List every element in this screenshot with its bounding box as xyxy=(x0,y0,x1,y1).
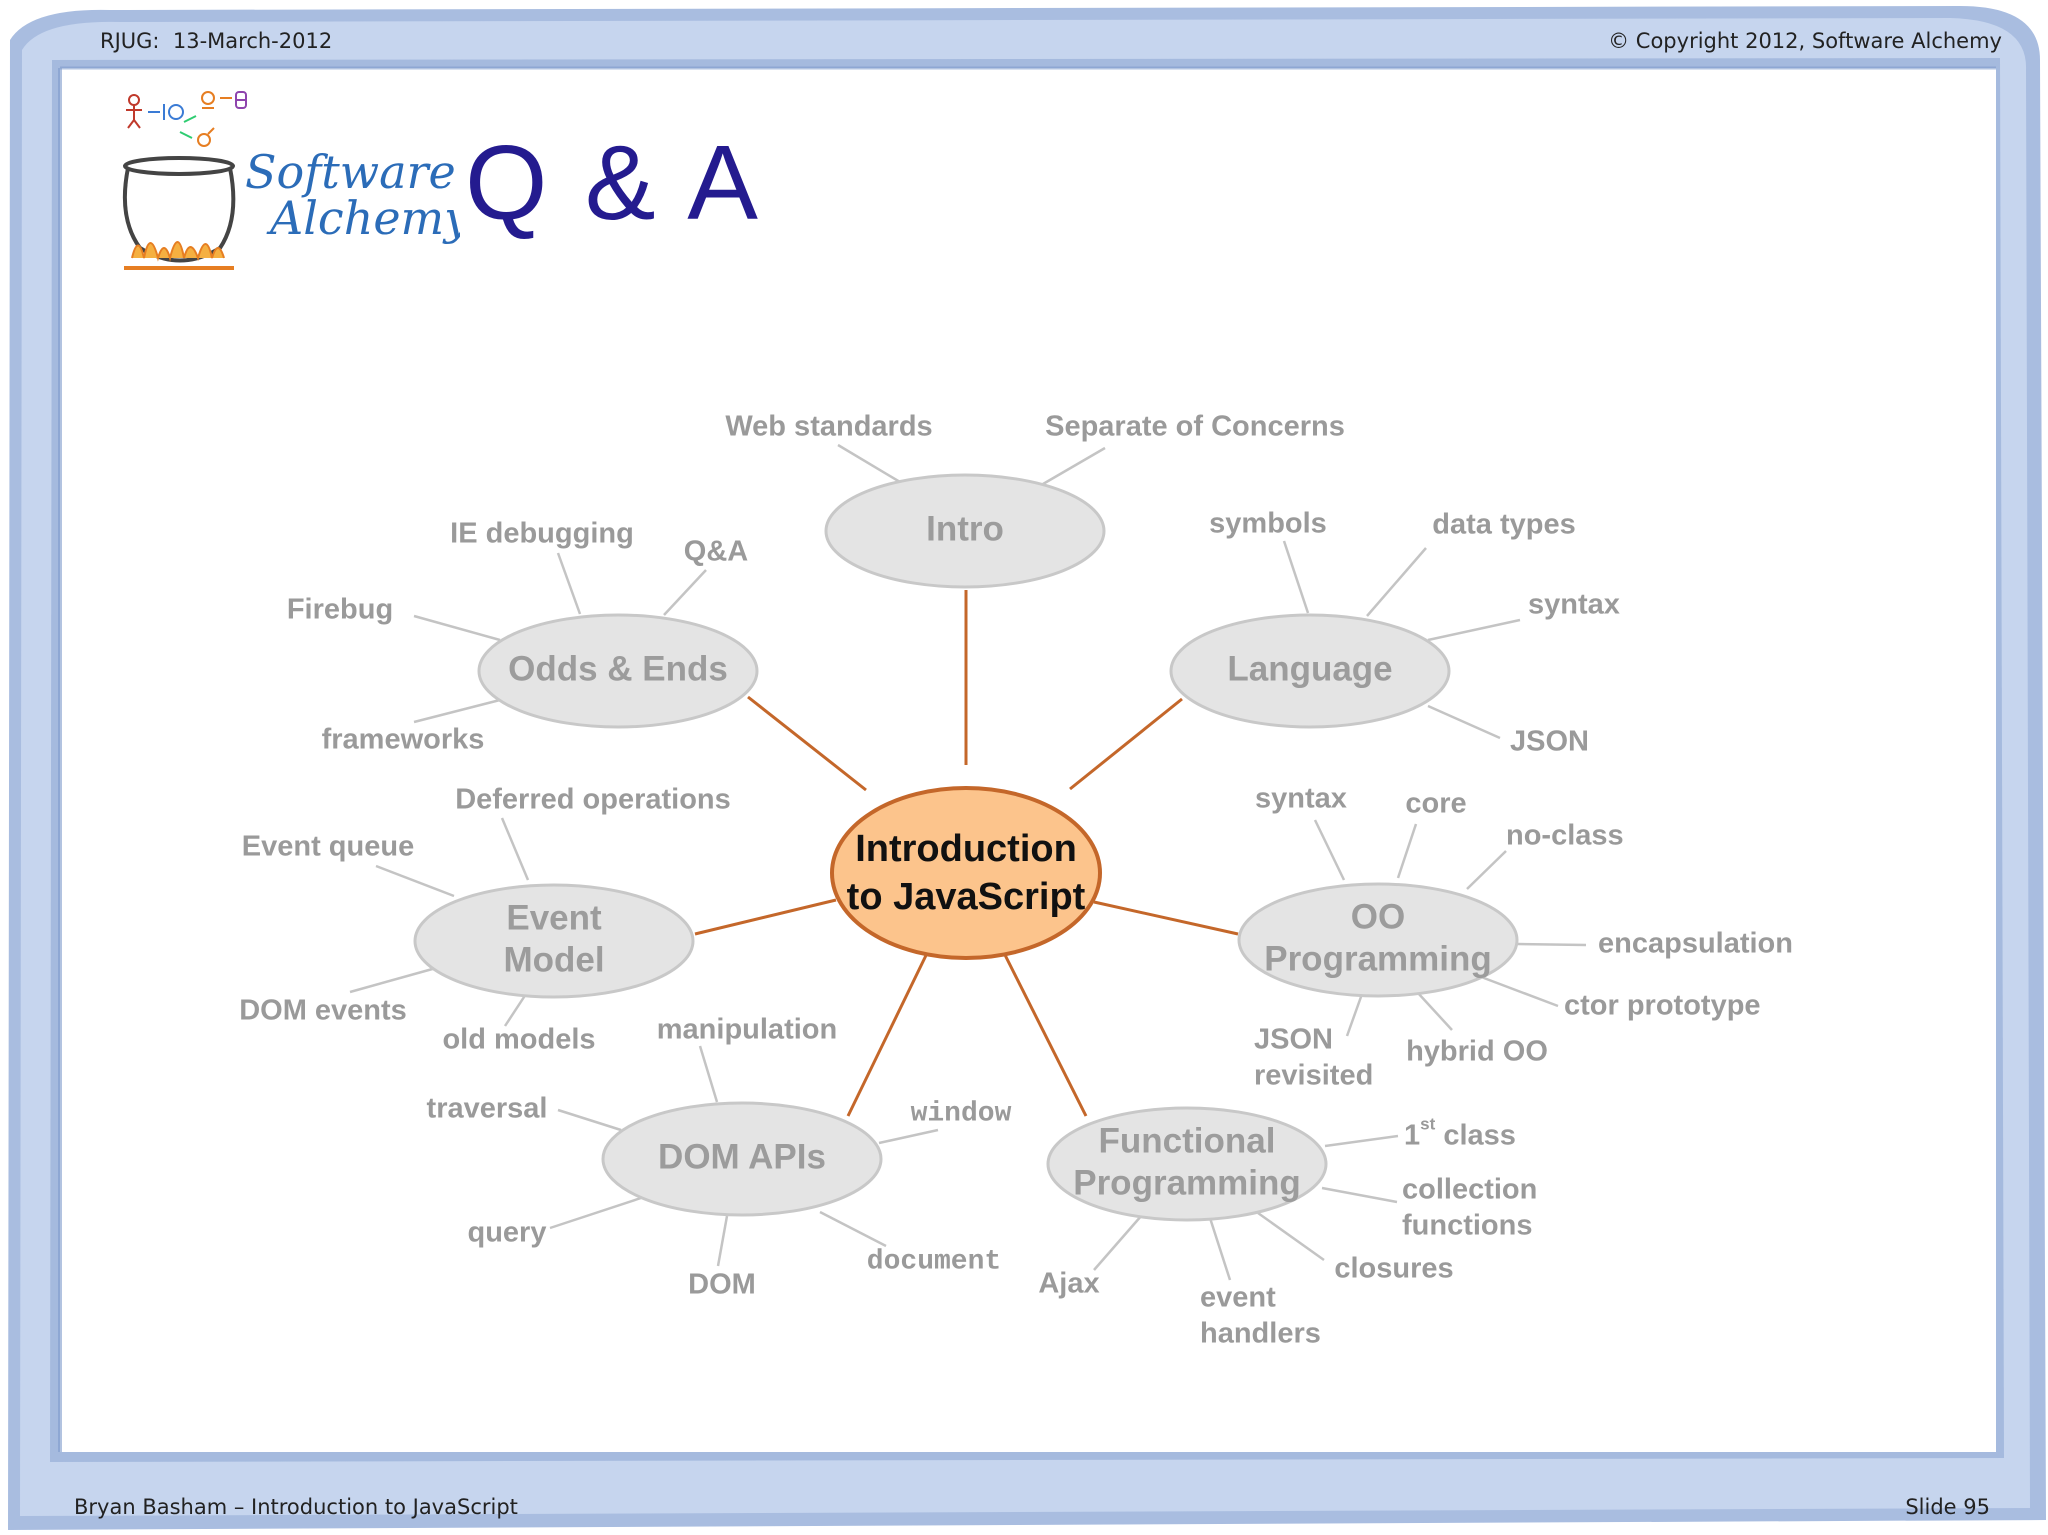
leaf-language-json: JSON xyxy=(1510,726,1589,758)
leaf-oo-ctor-prototype: ctor prototype xyxy=(1564,990,1761,1022)
leaf-line-dom-1 xyxy=(878,1128,939,1145)
leaf-line-dom-2 xyxy=(819,1210,887,1248)
leaf-line-intro-1 xyxy=(1042,446,1106,486)
leaf-dom-dom: DOM xyxy=(688,1269,756,1301)
leaf-line-oo-0 xyxy=(1313,819,1346,881)
branch-line-event xyxy=(694,898,837,936)
branch-line-odds xyxy=(747,695,867,792)
leaf-intro-web-standards: Web standards xyxy=(725,411,932,443)
leaf-dom-document: document xyxy=(867,1246,1001,1277)
header-left: RJUG: 13-March-2012 xyxy=(100,29,333,53)
node-language xyxy=(1169,613,1451,729)
node-label-language: Language xyxy=(1227,649,1392,688)
node-oo xyxy=(1237,882,1519,998)
leaf-line-odds-2 xyxy=(413,614,501,642)
leaf-odds-firebug: Firebug xyxy=(287,594,393,626)
node-label-intro: Intro xyxy=(926,509,1004,548)
node-intro xyxy=(824,473,1106,589)
leaf-functional-1st-class: 1st class xyxy=(1404,1114,1516,1151)
node-label-dom: DOM APIs xyxy=(658,1137,826,1176)
leaf-dom-query: query xyxy=(468,1217,547,1249)
logo-line-1: Software xyxy=(245,145,456,199)
alchemy-cauldron-icon: Software Alchemy xyxy=(122,91,471,270)
leaf-oo-syntax: syntax xyxy=(1255,783,1347,815)
node-odds xyxy=(477,613,759,729)
branch-line-dom xyxy=(846,942,934,1117)
leaf-line-intro-0 xyxy=(837,443,901,484)
leaf-dom-traversal: traversal xyxy=(427,1093,548,1125)
leaf-line-oo-2 xyxy=(1466,850,1507,890)
slide-title: Q & A xyxy=(465,124,762,242)
leaf-line-language-2 xyxy=(1427,618,1521,642)
footer-right: Slide 95 xyxy=(1905,1495,1990,1519)
leaf-oo-core: core xyxy=(1405,788,1466,820)
leaf-event-event-queue: Event queue xyxy=(242,831,414,863)
leaf-oo-hybrid-oo: hybrid OO xyxy=(1406,1036,1548,1068)
leaf-line-dom-0 xyxy=(698,1045,719,1103)
leaf-line-functional-3 xyxy=(1208,1217,1232,1281)
branch-line-oo xyxy=(1093,900,1239,936)
leaf-functional-closures: closures xyxy=(1334,1253,1453,1285)
node-functional xyxy=(1046,1106,1328,1222)
leaf-line-event-0 xyxy=(500,817,530,881)
leaf-line-odds-3 xyxy=(413,698,501,724)
header-right: © Copyright 2012, Software Alchemy xyxy=(1608,29,2002,53)
footer-left: Bryan Basham – Introduction to JavaScrip… xyxy=(74,1495,518,1519)
software-alchemy-logo: Software Alchemy xyxy=(120,88,471,288)
leaf-line-language-3 xyxy=(1427,704,1501,740)
node-label-odds: Odds & Ends xyxy=(508,649,728,688)
branch-line-language xyxy=(1069,697,1183,791)
leaf-line-functional-1 xyxy=(1321,1186,1398,1204)
leaf-line-event-1 xyxy=(375,864,455,898)
center-node xyxy=(830,786,1102,960)
leaf-line-odds-0 xyxy=(556,552,582,615)
leaf-line-functional-2 xyxy=(1257,1211,1325,1262)
node-dom xyxy=(601,1101,883,1217)
leaf-line-dom-3 xyxy=(716,1215,729,1267)
leaf-line-odds-1 xyxy=(663,569,707,616)
leaf-line-functional-0 xyxy=(1324,1134,1399,1148)
leaf-event-deferred-operations: Deferred operations xyxy=(455,784,731,816)
leaf-line-language-0 xyxy=(1282,540,1310,614)
leaf-language-symbols: symbols xyxy=(1209,508,1327,540)
leaf-oo-encapsulation: encapsulation xyxy=(1598,928,1793,960)
node-event xyxy=(413,883,695,999)
leaf-event-old-models: old models xyxy=(442,1024,595,1056)
leaf-line-oo-4 xyxy=(1475,973,1559,1008)
logo-line-2: Alchemy xyxy=(266,191,460,245)
leaf-line-oo-5 xyxy=(1417,992,1453,1031)
leaf-line-functional-4 xyxy=(1093,1214,1143,1271)
leaf-dom-window: window xyxy=(911,1098,1012,1129)
leaf-line-oo-6 xyxy=(1345,993,1364,1037)
leaf-line-dom-4 xyxy=(549,1196,642,1230)
leaf-event-dom-events: DOM events xyxy=(239,995,407,1027)
leaf-language-data-types: data types xyxy=(1432,509,1575,541)
leaf-functional-ajax: Ajax xyxy=(1038,1268,1099,1300)
leaf-odds-q-a: Q&A xyxy=(684,536,749,568)
leaf-line-event-2 xyxy=(349,966,437,994)
leaf-line-oo-1 xyxy=(1396,823,1418,879)
leaf-oo-no-class: no-class xyxy=(1506,820,1624,852)
branch-line-functional xyxy=(998,944,1088,1117)
leaf-odds-ie-debugging: IE debugging xyxy=(450,518,634,550)
leaf-odds-frameworks: frameworks xyxy=(322,724,485,756)
leaf-line-language-1 xyxy=(1366,547,1427,617)
leaf-line-dom-5 xyxy=(557,1108,622,1132)
leaf-line-oo-3 xyxy=(1517,942,1587,947)
leaf-language-syntax: syntax xyxy=(1528,589,1620,621)
leaf-intro-separate-of-concerns: Separate of Concerns xyxy=(1045,411,1345,443)
leaf-line-event-3 xyxy=(503,993,528,1027)
leaf-dom-manipulation: manipulation xyxy=(657,1014,837,1046)
